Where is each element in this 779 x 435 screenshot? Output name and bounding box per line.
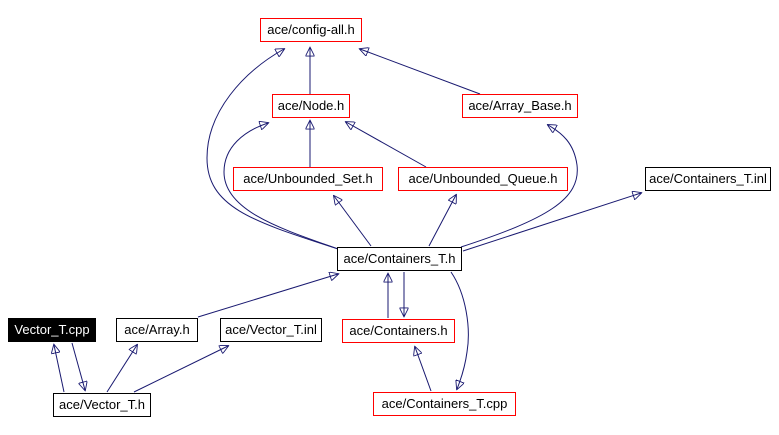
edge-containers-t-h-to-config-all	[206, 49, 339, 250]
graph-node-unbounded-set[interactable]: ace/Unbounded_Set.h	[233, 167, 383, 191]
edge-containers-t-h-to-unbounded-queue	[428, 195, 456, 247]
graph-node-vector-t-h[interactable]: ace/Vector_T.h	[53, 393, 151, 417]
graph-node-containers-t-h[interactable]: ace/Containers_T.h	[337, 247, 462, 271]
graph-node-containers-t-cpp[interactable]: ace/Containers_T.cpp	[373, 392, 516, 416]
edge-unbounded-queue-to-node-h	[346, 122, 427, 168]
edge-vector-t-h-to-vector-t-inl	[133, 346, 228, 393]
graph-node-containers-h[interactable]: ace/Containers.h	[342, 319, 455, 343]
graph-node-vector-t-inl[interactable]: ace/Vector_T.inl	[220, 318, 322, 342]
edge-vector-t-h-to-array-h	[106, 345, 137, 393]
edge-containers-t-cpp-to-containers-h	[415, 347, 432, 392]
edge-containers-t-h-to-containers-t-inl	[462, 193, 641, 252]
graph-node-unbounded-queue[interactable]: ace/Unbounded_Queue.h	[398, 167, 568, 191]
edge-array-base-to-config-all	[360, 49, 481, 95]
graph-node-array-h[interactable]: ace/Array.h	[116, 318, 198, 342]
edge-containers-t-h-to-unbounded-set	[334, 196, 372, 247]
graph-node-containers-t-inl[interactable]: ace/Containers_T.inl	[645, 167, 771, 191]
graph-node-array-base[interactable]: ace/Array_Base.h	[462, 94, 578, 118]
edge-vector-t-h-to-vector-t-cpp	[54, 345, 65, 393]
graph-node-node-h[interactable]: ace/Node.h	[272, 94, 350, 118]
graph-node-config-all[interactable]: ace/config-all.h	[260, 18, 362, 42]
graph-node-vector-t-cpp-current: Vector_T.cpp	[8, 318, 96, 342]
edge-vector-t-cpp-to-vector-t-h	[71, 342, 85, 390]
edge-array-h-to-containers-t-h	[197, 274, 338, 318]
